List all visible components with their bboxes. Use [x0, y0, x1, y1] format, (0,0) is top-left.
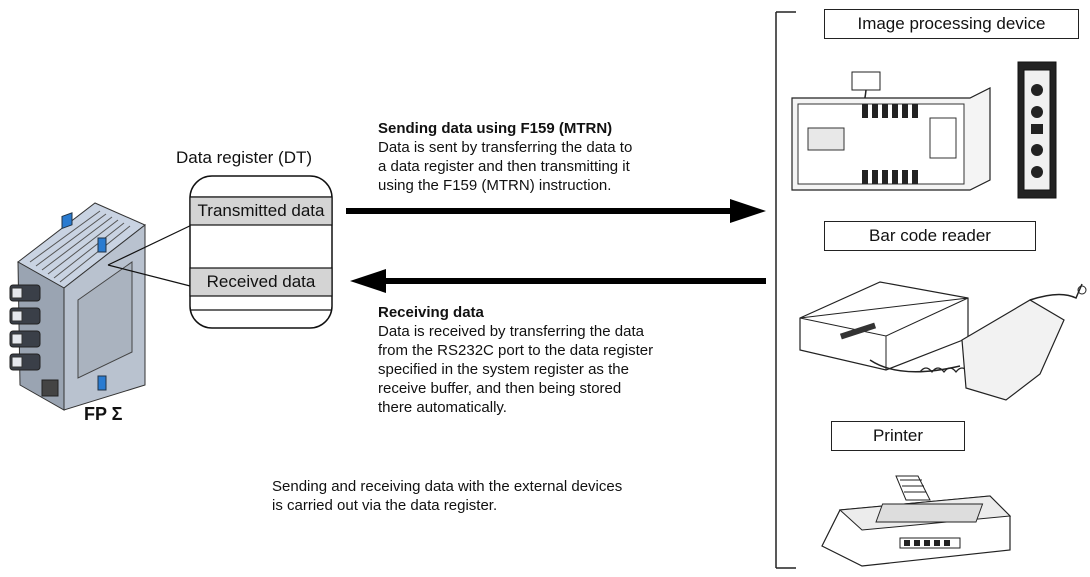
receiving-line: Data is received by transferring the dat… — [378, 323, 644, 340]
transmitted-data-label: Transmitted data — [197, 201, 325, 220]
data-register-title: Data register (DT) — [176, 148, 313, 167]
data-register-shape — [189, 175, 333, 329]
receiving-line: receive buffer, and then being stored — [378, 380, 622, 397]
receiving-line: from the RS232C port to the data registe… — [378, 342, 654, 359]
plc-callout-lines — [107, 221, 199, 289]
printer-label: Printer — [831, 421, 965, 451]
plc-label: FP Σ — [84, 404, 123, 424]
footer-note: Sending and receiving data with the exte… — [272, 477, 752, 515]
image-processing-device-icon — [791, 61, 1057, 199]
sending-heading: Sending data using F159 (MTRN) — [378, 120, 613, 137]
image-processing-device-label: Image processing device — [824, 9, 1079, 39]
external-devices-bracket — [775, 11, 796, 569]
receiving-line: specified in the system register as the — [378, 361, 629, 378]
printer-icon — [821, 475, 1012, 567]
sending-line: using the F159 (MTRN) instruction. — [378, 177, 612, 194]
bar-code-reader-label: Bar code reader — [824, 221, 1036, 251]
plc-unit-icon — [9, 202, 146, 411]
sending-line: Data is sent by transferring the data to — [378, 139, 633, 156]
bar-code-reader-icon — [799, 281, 1087, 401]
sending-text-block: Sending data using F159 (MTRN) Data is s… — [378, 119, 758, 195]
sending-line: a data register and then transmitting it — [378, 158, 630, 175]
footer-note-line: is carried out via the data register. — [272, 497, 498, 514]
receiving-heading: Receiving data — [378, 304, 484, 321]
receive-arrow — [350, 269, 766, 293]
receiving-text-block: Receiving data Data is received by trans… — [378, 303, 758, 417]
send-arrow — [346, 199, 766, 223]
footer-note-line: Sending and receiving data with the exte… — [272, 478, 623, 495]
receiving-line: there automatically. — [378, 399, 507, 416]
received-data-label: Received data — [206, 272, 316, 291]
